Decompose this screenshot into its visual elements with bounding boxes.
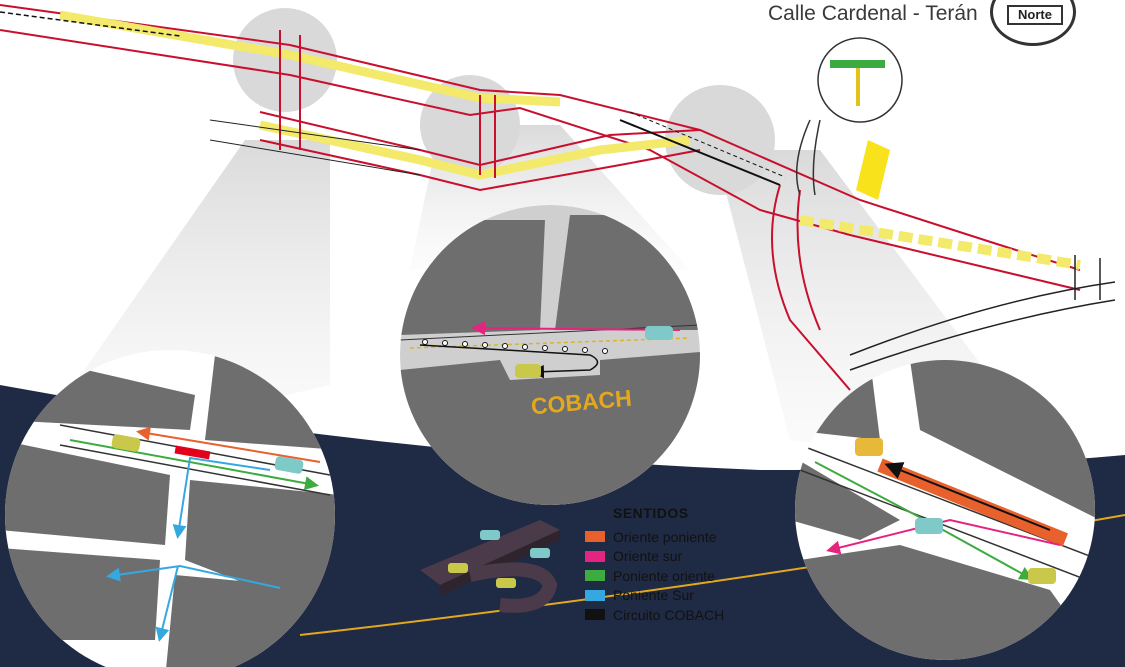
legend-item: Oriente poniente [585, 527, 775, 547]
car-icon [645, 326, 673, 340]
legend-item: Oriente sur [585, 547, 775, 567]
bollard-row [422, 339, 608, 354]
legend-item: Circuito COBACH [585, 605, 775, 625]
legend-swatch [585, 570, 605, 582]
header-subtitle: Calle Cardenal - Terán [768, 2, 978, 25]
legend-label: Poniente oriente [613, 567, 715, 584]
car-icon [1028, 568, 1056, 584]
legend-label: Oriente poniente [613, 528, 717, 545]
legend-swatch [585, 550, 605, 562]
focus-circle-1 [233, 8, 337, 112]
legend-swatch [585, 531, 605, 543]
warning-sign-icon [856, 140, 890, 200]
info-sign-icon [817, 37, 903, 123]
detail-circle-middle: COBACH [400, 205, 700, 505]
logo-text: Norte [1007, 5, 1063, 25]
overpass-illustration [420, 520, 560, 613]
legend-item: Poniente Sur [585, 586, 775, 606]
car-icon [515, 364, 541, 378]
car-icon [855, 438, 883, 456]
legend: SENTIDOS Oriente poniente Oriente sur Po… [585, 505, 775, 625]
legend-swatch [585, 589, 605, 601]
focus-circle-3 [665, 85, 775, 195]
legend-swatch [585, 609, 605, 621]
legend-label: Poniente Sur [613, 587, 694, 604]
legend-label: Oriente sur [613, 548, 683, 565]
car-icon [915, 518, 943, 534]
legend-title: SENTIDOS [613, 505, 689, 521]
legend-label: Circuito COBACH [613, 606, 725, 623]
legend-item: Poniente oriente [585, 566, 775, 586]
road-plan [0, 4, 1116, 391]
car-icon [111, 434, 304, 474]
